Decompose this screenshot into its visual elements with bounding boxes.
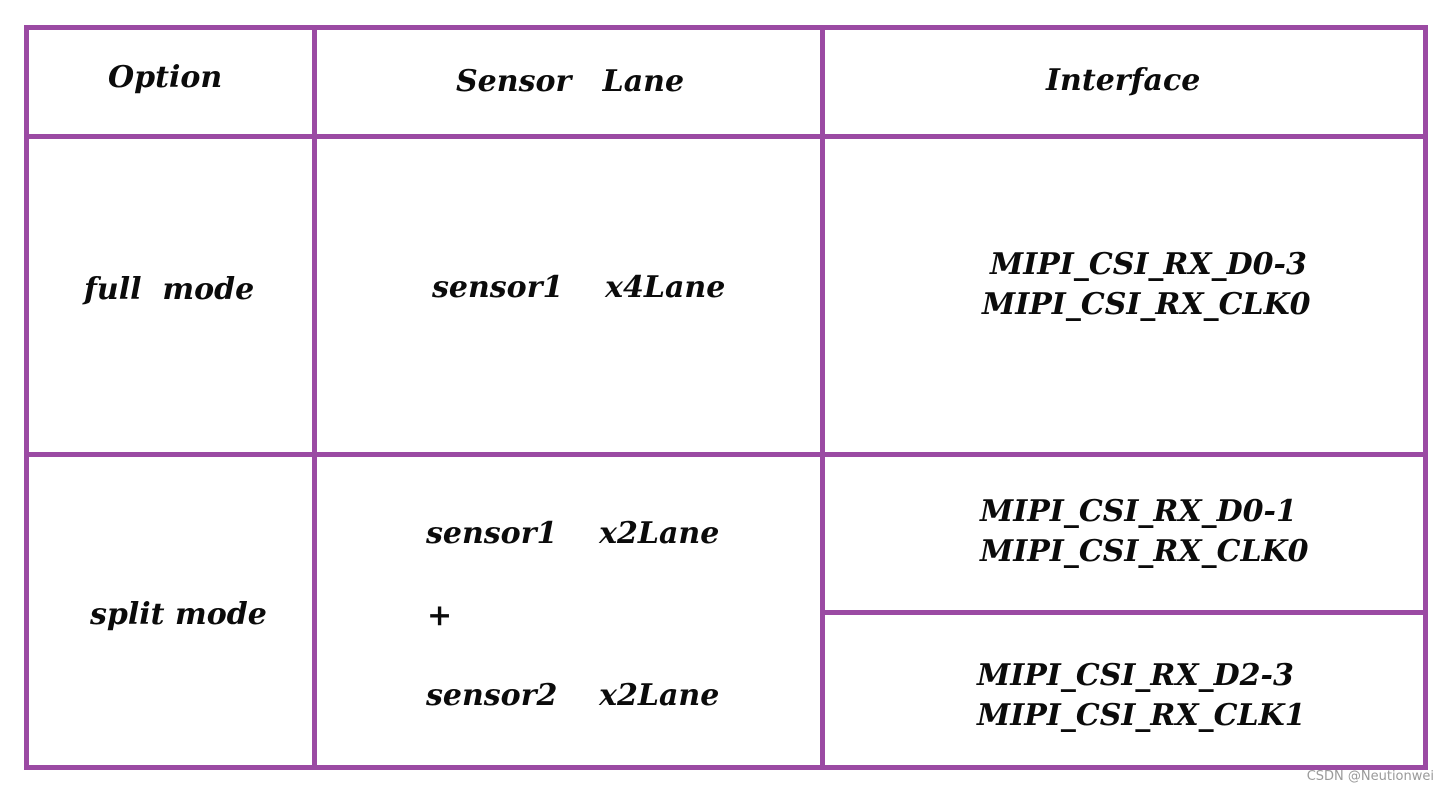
row-split-mode-interface-1-line-2: MIPI_CSI_RX_CLK0 bbox=[980, 534, 1309, 569]
column-divider-2 bbox=[820, 25, 825, 770]
row-split-mode-interface-1-line-1: MIPI_CSI_RX_D0-1 bbox=[980, 494, 1297, 529]
header-divider bbox=[24, 134, 1428, 139]
header-interface: Interface bbox=[1046, 63, 1201, 98]
row-split-mode-sensor-lane-1: sensor1 x2Lane bbox=[426, 516, 720, 551]
header-option: Option bbox=[108, 60, 223, 95]
interface-split-divider bbox=[820, 610, 1428, 615]
row-split-mode-plus: + bbox=[427, 598, 453, 633]
row-split-mode-interface-2-line-2: MIPI_CSI_RX_CLK1 bbox=[977, 698, 1306, 733]
row-full-mode-sensor-lane: sensor1 x4Lane bbox=[432, 270, 726, 305]
sensor-lane-table bbox=[24, 25, 1428, 770]
row-split-mode-sensor-lane-2: sensor2 x2Lane bbox=[426, 678, 720, 713]
row-split-mode-option: split mode bbox=[90, 597, 267, 632]
row-divider bbox=[24, 452, 1428, 457]
column-divider-1 bbox=[312, 25, 317, 770]
row-split-mode-interface-2-line-1: MIPI_CSI_RX_D2-3 bbox=[977, 658, 1294, 693]
header-sensor-lane: Sensor Lane bbox=[456, 64, 685, 99]
row-full-mode-interface-line-2: MIPI_CSI_RX_CLK0 bbox=[982, 287, 1311, 322]
watermark: CSDN @Neutionwei bbox=[1306, 769, 1434, 784]
row-full-mode-interface-line-1: MIPI_CSI_RX_D0-3 bbox=[990, 247, 1307, 282]
row-full-mode-option: full mode bbox=[84, 272, 255, 307]
